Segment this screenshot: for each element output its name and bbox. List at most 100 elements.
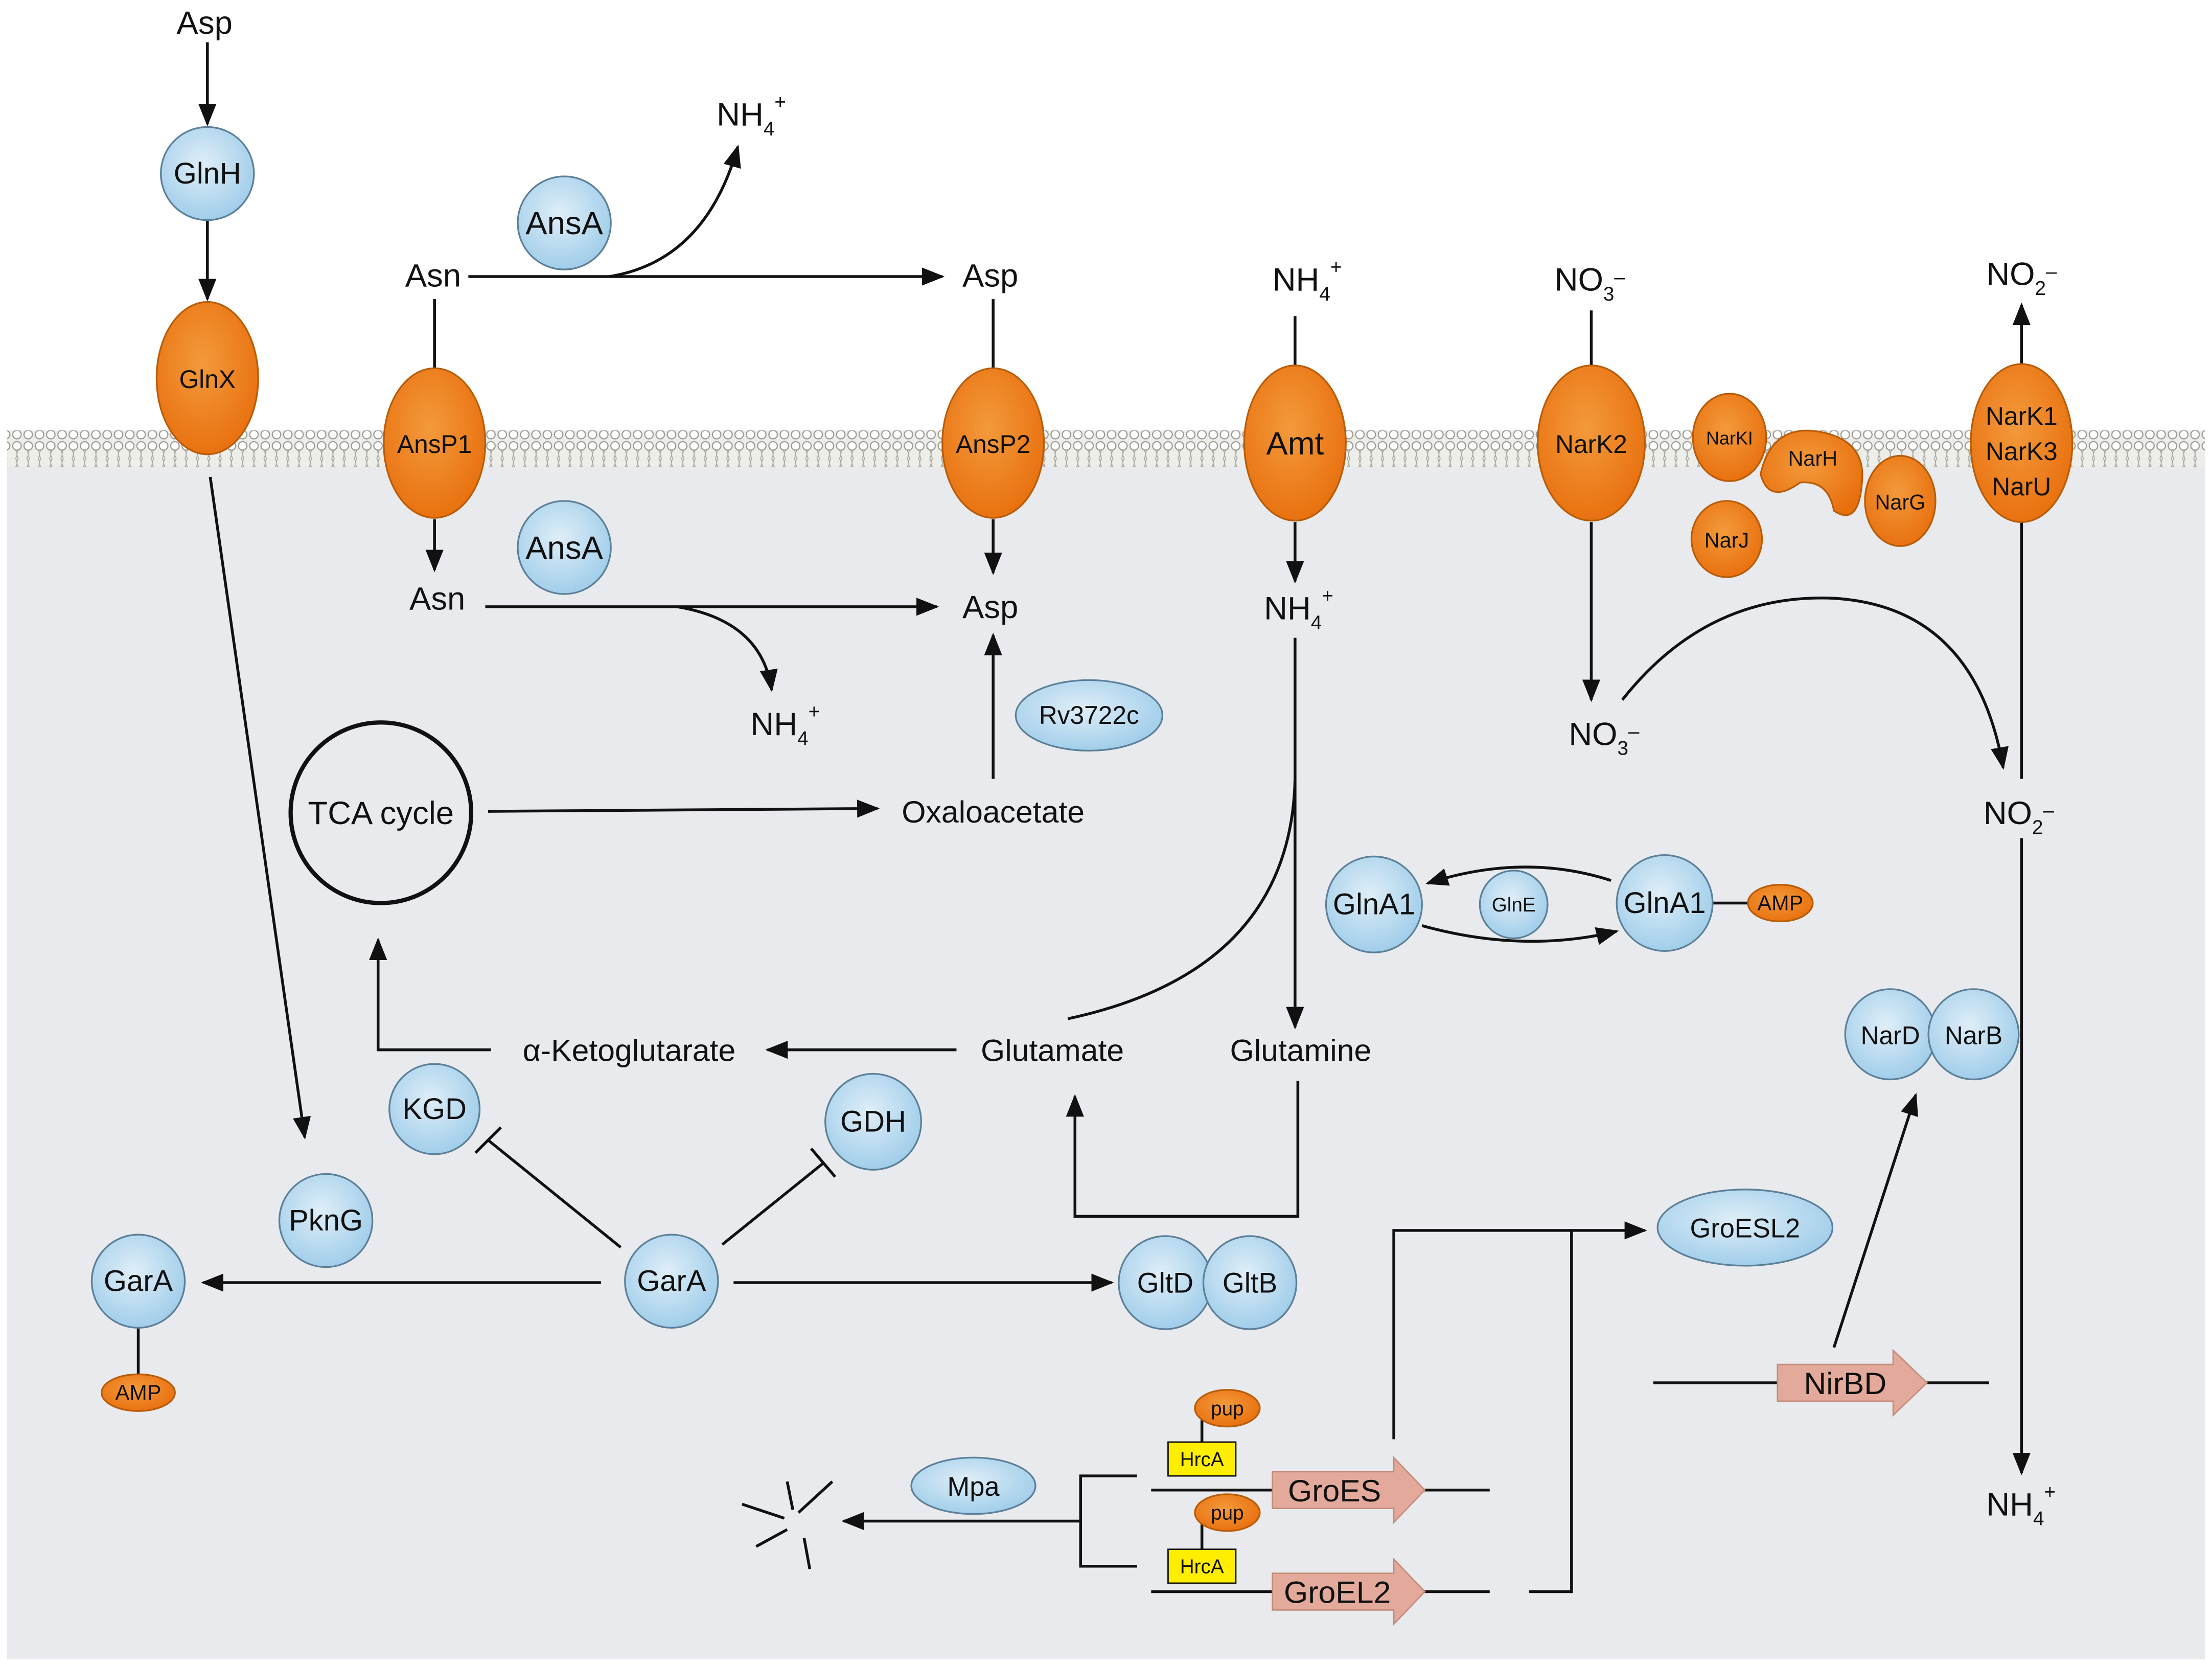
label-pkng: PknG [289,1204,363,1237]
label-glutamine: Glutamine [1230,1033,1372,1068]
gene-arrow-nirbd [1777,1349,1928,1417]
inhibit-gara-kgd [487,1139,622,1249]
rv3722c-protein [1015,679,1164,752]
arrow-ansa-nh4-out [609,144,741,278]
label-asp-top: Asp [177,5,233,41]
label-ansp1: AnsP1 [397,430,472,459]
arrow-ansa-nh4-in [677,605,778,693]
label-no3-in: NO3– [1569,716,1640,759]
label-asn-in: Asn [409,581,465,617]
svg-text:NO2–: NO2– [1984,795,2055,838]
inhibit-bar-gdh [810,1147,837,1178]
pup-badge-1 [1194,1389,1261,1428]
nark1-transporter [1970,363,2073,523]
svg-text:NH4+: NH4+ [1264,585,1333,634]
svg-text:NO3–: NO3– [1555,262,1626,305]
pkng-protein [278,1173,374,1268]
label-pup-2: pup [1211,1502,1243,1524]
amt-transporter [1243,364,1347,522]
label-narb: NarB [1945,1021,2002,1050]
label-hrca-1: HrcA [1180,1449,1224,1471]
label-gltd: GltD [1137,1267,1193,1298]
label-pup-1: pup [1211,1398,1243,1420]
label-groes: GroES [1288,1473,1381,1508]
nark2-transporter [1536,364,1646,522]
narh-subunit [1760,429,1863,516]
label-glna1-left: GlnA1 [1333,888,1415,921]
arrow-glnx-pkng [209,476,311,1140]
arrow-glutamine-glutamate [1066,1081,1300,1218]
label-amp-glna1: AMP [1758,891,1804,915]
ansp1-transporter [383,367,487,519]
label-amt: Amt [1266,426,1324,462]
label-glne: GlnE [1492,894,1536,916]
hrca-box-2 [1167,1548,1237,1584]
arrow-glna1-right-left [1425,865,1611,886]
label-groesl2: GroESL2 [1690,1214,1801,1244]
transporters [101,301,2073,1532]
label-narg: NarG [1875,490,1926,514]
label-glna1-right: GlnA1 [1623,887,1706,920]
cell-membrane [7,430,2205,467]
label-no2-out: NO2– [1986,257,2057,300]
label-hrca-2: HrcA [1180,1556,1224,1578]
svg-text:NH4+: NH4+ [717,92,786,140]
ansa-bottom-protein [517,500,612,595]
label-ansa-top: AnsA [525,206,603,241]
amp-badge-glna1 [1747,883,1814,923]
mpa-protein [910,1456,1036,1515]
label-nh4-amt: NH4+ [1273,256,1342,305]
bracket-groel2-groesl2 [1529,1230,1573,1593]
label-ansa-bottom: AnsA [525,530,603,566]
label-nard: NarD [1861,1021,1920,1050]
glnx-transporter [155,301,259,455]
narg-subunit [1864,454,1937,547]
degradation-icon [742,1480,834,1569]
inhibit-bar-kgd [474,1126,502,1154]
gltb-protein [1202,1235,1298,1330]
label-asp-in: Asp [962,589,1018,625]
svg-text:NO3–: NO3– [1569,716,1640,759]
label-groel2: GroEL2 [1284,1575,1391,1610]
label-ansp2: AnsP2 [956,430,1030,459]
label-gara-left: GarA [104,1265,173,1298]
svg-text:NH4+: NH4+ [1986,1481,2056,1530]
svg-text:NH4+: NH4+ [1273,256,1342,305]
label-tca: TCA cycle [308,795,454,831]
label-no3-out: NO3– [1555,262,1626,305]
label-oxaloacetate: Oxaloacetate [902,794,1085,829]
label-nark2: NarK2 [1555,430,1627,459]
ansp2-transporter [941,367,1045,519]
inhibit-gara-gdh [721,1161,825,1246]
glnh-protein [160,126,255,221]
line-glutamate-nh4 [1067,779,1297,1020]
label-nark1: NarK1 [1986,402,2058,430]
label-rv3722c: Rv3722c [1039,701,1139,729]
label-narh: NarH [1788,447,1838,470]
narki-subunit [1692,393,1767,482]
label-nh4-bottom: NH4+ [1986,1481,2056,1530]
glna1-right-protein [1616,854,1714,952]
svg-text:NH4+: NH4+ [750,701,820,749]
label-asn-out: Asn [405,258,461,293]
gara-center-protein [624,1234,719,1329]
label-kgd: KGD [402,1093,467,1126]
gdh-protein [824,1073,923,1171]
label-gara-center: GarA [637,1265,706,1298]
extracellular-region [0,0,2212,449]
amp-badge-gara [101,1373,176,1412]
label-gltb: GltB [1223,1267,1277,1298]
arrow-akg-tca [369,937,491,1052]
label-narki: NarKI [1706,428,1753,448]
gene-arrow-groel2 [1272,1557,1426,1626]
arrow-tca-oaa [488,800,880,818]
label-narj: NarJ [1704,529,1749,552]
label-glutamate: Glutamate [981,1033,1124,1068]
label-amp-gara: AMP [116,1381,162,1404]
label-asp-out: Asp [962,258,1018,293]
label-gdh: GDH [840,1106,906,1138]
narj-subunit [1690,500,1763,578]
glna1-left-protein [1325,855,1423,953]
cytoplasm-region [7,448,2205,1659]
